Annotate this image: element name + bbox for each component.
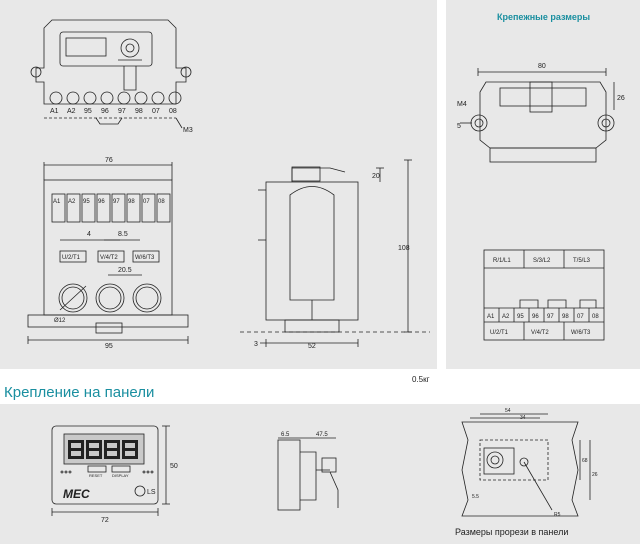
m3-label: M3 bbox=[183, 127, 193, 134]
top-view-drawing bbox=[30, 19, 192, 129]
top-terminal-98: 98 bbox=[135, 108, 143, 115]
cutout-drawing bbox=[461, 413, 591, 517]
top-view-screws bbox=[49, 91, 182, 105]
front-dim-gap: 8.5 bbox=[118, 231, 128, 238]
table-bottom-u: U/2/T1 bbox=[490, 330, 509, 336]
top-terminal-a2: A2 bbox=[67, 108, 76, 115]
table-mid-08: 08 bbox=[592, 314, 599, 320]
side-dim-height: 108 bbox=[398, 245, 410, 252]
table-top-t: T/5/L3 bbox=[573, 258, 591, 264]
front-dim-width: 76 bbox=[105, 157, 113, 164]
cutout-dim-b: 34 bbox=[520, 415, 526, 421]
top-left-panel bbox=[0, 0, 437, 369]
top-terminal-95: 95 bbox=[84, 108, 92, 115]
panel-unit-dim-height: 50 bbox=[170, 463, 178, 470]
front-terminal-98: 98 bbox=[128, 199, 135, 205]
panel-side-drawing bbox=[277, 437, 339, 511]
table-mid-a2: A2 bbox=[502, 314, 510, 320]
table-top-s: S/3/L2 bbox=[533, 258, 551, 264]
top-right-panel bbox=[446, 0, 640, 369]
top-terminal-08: 08 bbox=[169, 108, 177, 115]
cutout-dim-c: 68 bbox=[582, 458, 588, 464]
front-dim-pitch: 4 bbox=[87, 231, 91, 238]
panel-mounting-heading: Крепление на панели bbox=[4, 384, 155, 401]
side-dim-base-left: 3 bbox=[254, 341, 258, 348]
side-dim-base: 52 bbox=[308, 343, 316, 350]
cutout-caption: Размеры прорези в панели bbox=[455, 527, 569, 537]
table-mid-95: 95 bbox=[517, 314, 524, 320]
mount-dim-width: 80 bbox=[538, 63, 546, 70]
front-terminal-95: 95 bbox=[83, 199, 90, 205]
front-terminal-a1: A1 bbox=[53, 199, 61, 205]
front-view-drawing bbox=[27, 162, 189, 344]
front-phase-w: W/6/T3 bbox=[135, 255, 155, 261]
mount-dim-screw: M4 bbox=[457, 101, 467, 108]
cutout-dim-f: R5 bbox=[554, 512, 561, 518]
mounting-dimensions-heading: Крепежные размеры bbox=[497, 12, 591, 22]
front-terminal-blocks bbox=[51, 193, 171, 223]
bottom-panel bbox=[0, 404, 640, 544]
side-view-drawing bbox=[240, 159, 430, 347]
front-dim-holes: 20.5 bbox=[118, 267, 132, 274]
cutout-dim-e: 26 bbox=[592, 472, 598, 478]
top-terminal-07: 07 bbox=[152, 108, 160, 115]
front-phase-u: U/2/T1 bbox=[62, 255, 81, 261]
mount-dim-height: 26 bbox=[617, 95, 625, 102]
front-terminal-07: 07 bbox=[143, 199, 150, 205]
weight-label: 0.5кг bbox=[412, 375, 430, 384]
table-mid-96: 96 bbox=[532, 314, 539, 320]
top-terminal-97: 97 bbox=[118, 108, 126, 115]
table-mid-07: 07 bbox=[577, 314, 584, 320]
cutout-dim-a: 54 bbox=[505, 408, 511, 414]
front-phase-v: V/4/T2 bbox=[100, 255, 118, 261]
reset-button[interactable]: RESET bbox=[89, 473, 103, 478]
panel-side-dim-a: 6.5 bbox=[281, 432, 290, 438]
table-top-r: R/1/L1 bbox=[493, 258, 511, 264]
seven-segment-display bbox=[68, 440, 138, 459]
front-terminal-a2: A2 bbox=[68, 199, 76, 205]
table-mid-98: 98 bbox=[562, 314, 569, 320]
panel-unit-drawing bbox=[51, 425, 170, 516]
top-terminal-a1: A1 bbox=[50, 108, 59, 115]
cutout-dim-d: 5.5 bbox=[472, 494, 479, 500]
mount-dim-hole: 5 bbox=[457, 123, 461, 130]
front-dim-angle: Ø12 bbox=[54, 318, 66, 324]
table-mid-a1: A1 bbox=[487, 314, 495, 320]
front-terminal-96: 96 bbox=[98, 199, 105, 205]
front-terminal-97: 97 bbox=[113, 199, 120, 205]
side-dim-top: 20 bbox=[372, 173, 380, 180]
display-button[interactable]: DISPLAY bbox=[112, 473, 129, 478]
table-bottom-w: W/6/T3 bbox=[571, 330, 591, 336]
top-terminal-96: 96 bbox=[101, 108, 109, 115]
panel-side-dim-b: 47.5 bbox=[316, 432, 328, 438]
panel-unit-dim-width: 72 bbox=[101, 517, 109, 524]
front-terminal-08: 08 bbox=[158, 199, 165, 205]
maker-logo: LS bbox=[147, 489, 156, 496]
front-dim-base: 95 bbox=[105, 343, 113, 350]
table-mid-97: 97 bbox=[547, 314, 554, 320]
terminal-table bbox=[483, 249, 605, 341]
brand-logo: MEC bbox=[63, 487, 90, 501]
mount-drawing bbox=[460, 68, 615, 163]
table-bottom-v: V/4/T2 bbox=[531, 330, 549, 336]
